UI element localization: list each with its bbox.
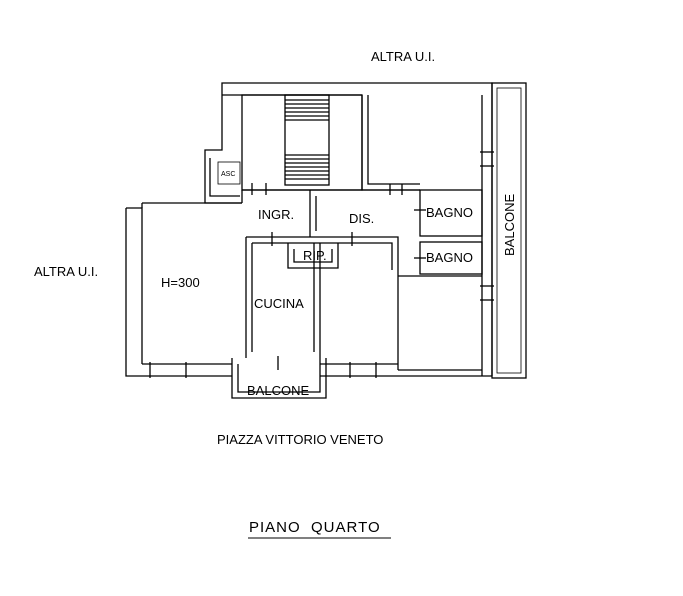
room-label-ripostiglio: RIP. [303, 248, 327, 263]
front-balcony-label: BALCONE [247, 383, 309, 398]
elevator-box [217, 161, 241, 185]
elevator-label: ASC [221, 171, 235, 178]
opening-marks [149, 151, 494, 378]
side-balcony-label: BALCONE [502, 194, 517, 256]
stair-treads [285, 99, 329, 180]
room-label-ingresso: INGR. [258, 207, 294, 222]
outer-walls [125, 82, 493, 377]
front-balcony [231, 358, 327, 399]
side-balcony [491, 82, 527, 379]
room-label-bagno-1: BAGNO [426, 205, 473, 220]
floor-title: PIANO QUARTO [249, 519, 381, 536]
stairs [284, 94, 330, 186]
room-height-label: H=300 [161, 275, 200, 290]
room-label-disimpegno: DIS. [349, 211, 374, 226]
neighbor-label-top: ALTRA U.I. [371, 49, 435, 64]
stair-core [217, 94, 363, 191]
street-label: PIAZZA VITTORIO VENETO [217, 432, 383, 447]
interior-walls [141, 95, 483, 371]
room-label-bagno-2: BAGNO [426, 250, 473, 265]
neighbor-label-left: ALTRA U.I. [34, 264, 98, 279]
room-label-cucina: CUCINA [254, 296, 304, 311]
